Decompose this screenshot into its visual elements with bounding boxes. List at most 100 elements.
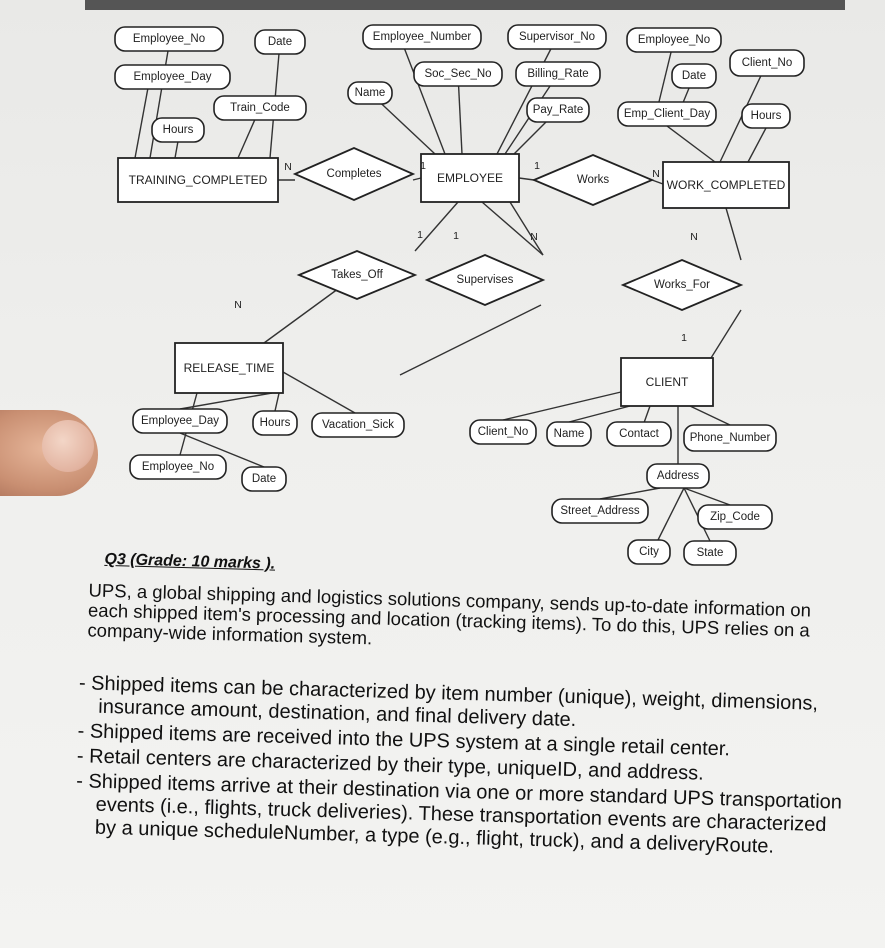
attribute-box	[671, 63, 717, 89]
attribute-state: State	[683, 540, 737, 566]
cardinality-label: N	[530, 231, 538, 243]
attribute-label: Emp_Client_Day	[624, 108, 711, 120]
entity-box	[662, 161, 790, 209]
attribute-label: Street_Address	[560, 505, 640, 517]
cardinality-label: 1	[534, 160, 540, 172]
attribute-box	[114, 26, 224, 52]
entity-label: RELEASE_TIME	[184, 361, 275, 375]
relationship-diamond	[296, 250, 418, 300]
attribute-client-no-1: Client_No	[729, 49, 805, 77]
entity-box	[620, 357, 714, 407]
connector-line	[481, 201, 544, 256]
attribute-box	[551, 498, 649, 524]
entity-label: TRAINING_COMPLETED	[129, 173, 268, 187]
attribute-label: Date	[268, 36, 292, 48]
attribute-pay-rate: Pay_Rate	[526, 97, 590, 123]
attribute-label: Hours	[163, 124, 194, 136]
attribute-label: Pay_Rate	[533, 104, 584, 116]
entity-box	[174, 342, 284, 394]
attribute-date-3: Date	[241, 466, 287, 492]
entity-client: CLIENT	[620, 357, 714, 407]
attribute-label: Client_No	[742, 57, 793, 69]
relationship-diamond	[531, 154, 655, 206]
attribute-box	[515, 61, 601, 87]
attribute-label: Employee_Number	[373, 31, 472, 43]
connector-line	[502, 391, 622, 421]
attribute-box	[683, 540, 737, 566]
attribute-hours-1: Hours	[151, 117, 205, 143]
attribute-box	[252, 410, 298, 436]
attribute-label: Zip_Code	[710, 511, 760, 523]
entity-work-completed: WORK_COMPLETED	[662, 161, 790, 209]
connector-line	[179, 392, 273, 410]
connector-line	[457, 73, 463, 155]
attribute-employee-number: Employee_Number	[362, 24, 482, 50]
attribute-employee-day-2: Employee_Day	[132, 408, 228, 434]
attribute-label: Date	[682, 70, 706, 82]
connector-line	[518, 177, 535, 181]
attribute-label: Employee_Day	[134, 71, 212, 83]
attribute-employee-no-3: Employee_No	[129, 454, 227, 480]
attribute-label: Soc_Sec_No	[424, 68, 491, 80]
attribute-label: Employee_No	[638, 34, 710, 46]
attribute-supervisor-no: Supervisor_No	[507, 24, 607, 50]
cardinality-label: N	[284, 161, 292, 173]
cardinality-label: N	[652, 168, 660, 180]
attribute-box	[617, 101, 717, 127]
relationship-works: Works	[531, 154, 655, 206]
attribute-emp-client-day: Emp_Client_Day	[617, 101, 717, 127]
attribute-label: Billing_Rate	[527, 68, 588, 80]
attribute-box	[132, 408, 228, 434]
attribute-label: Phone_Number	[690, 432, 771, 444]
attribute-date-2: Date	[671, 63, 717, 89]
connector-line	[657, 487, 685, 541]
connector-line	[414, 201, 459, 252]
attribute-billing-rate: Billing_Rate	[515, 61, 601, 87]
connector-line	[599, 487, 661, 500]
attribute-contact: Contact	[606, 421, 672, 447]
attribute-box	[311, 412, 405, 438]
attribute-box	[697, 504, 773, 530]
connector-line	[134, 76, 151, 159]
connector-line	[683, 487, 711, 542]
attribute-box	[469, 419, 537, 445]
attribute-date-1: Date	[254, 29, 306, 55]
entity-label: WORK_COMPLETED	[667, 178, 786, 192]
attribute-box	[729, 49, 805, 77]
attribute-label: State	[697, 547, 724, 559]
relationship-works-for: Works_For	[620, 259, 744, 311]
attribute-label: Supervisor_No	[519, 31, 595, 43]
connector-line	[747, 127, 767, 163]
connector-line	[399, 304, 542, 376]
relationship-label: Completes	[327, 168, 382, 180]
relationship-diamond	[424, 254, 546, 306]
attribute-city: City	[627, 539, 671, 565]
attribute-box	[254, 29, 306, 55]
attribute-box	[646, 463, 710, 489]
attribute-label: Employee_No	[133, 33, 205, 45]
top-border-line	[85, 0, 845, 10]
relationship-label: Supervises	[457, 274, 514, 286]
attribute-hours-2: Hours	[741, 103, 791, 129]
connector-line	[710, 309, 742, 359]
attribute-employee-no-1: Employee_No	[114, 26, 224, 52]
attribute-box	[626, 27, 722, 53]
attribute-label: Employee_No	[142, 461, 214, 473]
cardinality-label: 1	[417, 229, 423, 241]
attribute-soc-sec-no: Soc_Sec_No	[413, 61, 503, 87]
connector-lines	[134, 36, 768, 542]
attribute-label: City	[639, 546, 659, 558]
attribute-hours-3: Hours	[252, 410, 298, 436]
connector-line	[496, 36, 558, 155]
attribute-box	[114, 64, 231, 90]
attribute-box	[213, 95, 307, 121]
entity-label: CLIENT	[646, 375, 689, 389]
entity-employee: EMPLOYEE	[420, 153, 520, 203]
attribute-box	[526, 97, 590, 123]
attribute-label: Employee_Day	[141, 415, 219, 427]
relationship-supervises: Supervises	[424, 254, 546, 306]
attribute-label: Date	[252, 473, 276, 485]
requirements-list: Shipped items can be characterized by it…	[67, 672, 851, 863]
entity-box	[420, 153, 520, 203]
attribute-label: Vacation_Sick	[322, 419, 394, 431]
